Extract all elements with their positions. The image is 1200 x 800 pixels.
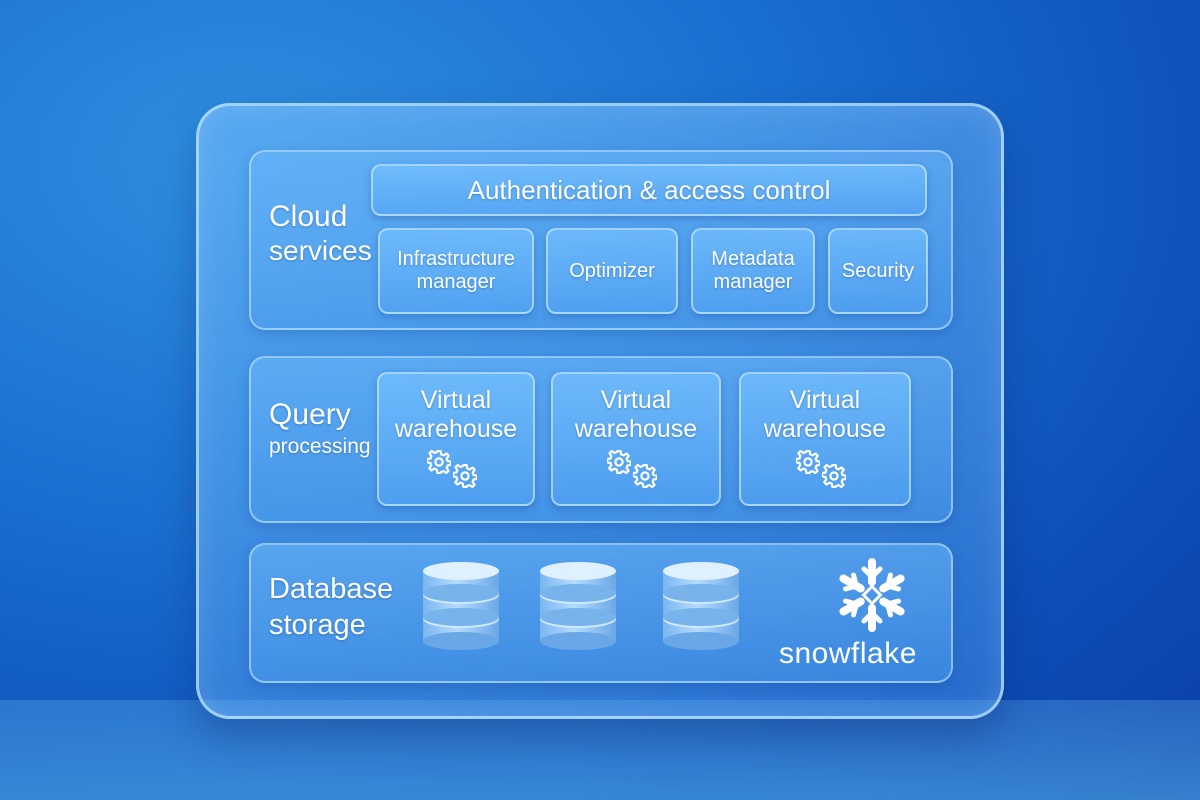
virtual-warehouse-1: Virtual warehouse	[377, 372, 535, 506]
cloud-services-title: Cloud services	[269, 200, 372, 267]
infrastructure-manager-box: Infrastructure manager	[378, 228, 534, 314]
auth-access-control-label: Authentication & access control	[467, 174, 831, 205]
query-processing-title: Query processing	[269, 398, 371, 459]
auth-access-control-box: Authentication & access control	[371, 164, 927, 216]
optimizer-box: Optimizer	[546, 228, 678, 314]
optimizer-label: Optimizer	[569, 259, 655, 282]
snowflake-wordmark: snowflake	[779, 637, 917, 670]
metadata-manager-box: Metadata manager	[691, 228, 815, 314]
metadata-manager-line1: Metadata	[711, 248, 795, 270]
snowflake-logo	[827, 558, 917, 635]
infrastructure-manager-line1: Infrastructure	[397, 248, 515, 270]
database-storage-layer: Database storage	[249, 543, 953, 683]
cloud-services-layer: Cloud services Authentication & access c…	[249, 150, 953, 330]
gears-icon	[427, 450, 477, 488]
gears-icon	[796, 450, 846, 488]
virtual-warehouse-2-line1: Virtual	[600, 386, 672, 414]
database-storage-title-line1: Database	[269, 573, 394, 605]
gears-icon	[607, 450, 657, 488]
virtual-warehouse-2-line2: warehouse	[574, 415, 698, 443]
cloud-services-title-line2: services	[269, 234, 372, 266]
database-storage-title-line2: storage	[269, 609, 366, 641]
cloud-services-title-line1: Cloud	[269, 200, 348, 233]
query-processing-layer: Query processing Virtual warehouse Virtu…	[249, 356, 953, 523]
security-box: Security	[828, 228, 928, 314]
virtual-warehouse-2: Virtual warehouse	[551, 372, 721, 506]
virtual-warehouse-1-line2: warehouse	[394, 415, 518, 443]
virtual-warehouse-1-line1: Virtual	[420, 386, 492, 414]
security-label: Security	[841, 259, 915, 282]
query-processing-title-line2: processing	[269, 434, 371, 458]
database-icon	[423, 562, 499, 650]
virtual-warehouse-3: Virtual warehouse	[739, 372, 911, 506]
database-icon	[663, 562, 739, 650]
metadata-manager-line2: manager	[713, 271, 793, 293]
virtual-warehouse-3-line1: Virtual	[789, 386, 861, 414]
database-icon	[540, 562, 616, 650]
database-storage-title: Database storage	[269, 571, 393, 643]
query-processing-title-line1: Query	[269, 398, 351, 431]
infrastructure-manager-line2: manager	[416, 271, 496, 293]
architecture-board: Cloud services Authentication & access c…	[196, 103, 1004, 719]
virtual-warehouse-3-line2: warehouse	[763, 415, 887, 443]
